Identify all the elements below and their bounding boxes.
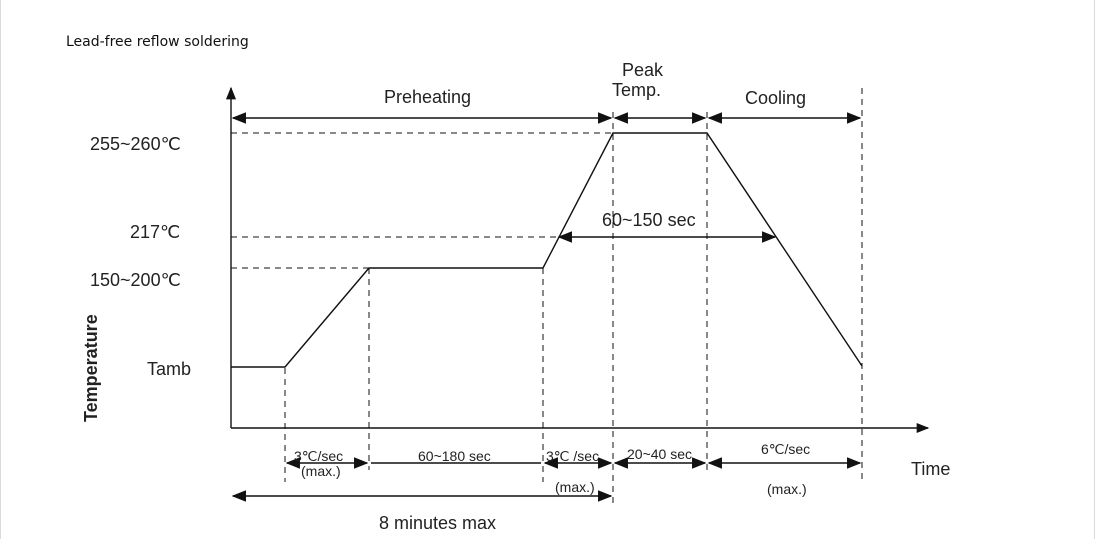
temp-label-peak: 255~260℃ — [90, 134, 181, 154]
temp-label-soak: 150~200℃ — [90, 270, 181, 290]
peak-time-label: 20~40 sec — [627, 446, 692, 462]
ramp1-max-label: (max.) — [301, 463, 341, 479]
cool-max-label: (max.) — [767, 481, 807, 497]
cool-rate-label: 6℃/sec — [761, 441, 810, 457]
ramp2-max-label: (max.) — [555, 479, 595, 495]
temp-label-liquidus: 217℃ — [130, 222, 180, 242]
x-axis-label: Time — [911, 459, 950, 479]
ramp2-rate-label: 3℃ /sec — [546, 448, 599, 464]
y-axis-label: Temperature — [81, 314, 101, 422]
soak-time-label: 60~180 sec — [418, 448, 491, 464]
reflow-profile-curve — [231, 132, 863, 368]
temp-label-ambient: Tamb — [147, 359, 191, 379]
total-time-label: 8 minutes max — [379, 513, 496, 533]
above-liquidus-label: 60~150 sec — [602, 210, 696, 230]
phase-label-peak-2: Temp. — [612, 80, 661, 100]
phase-label-cooling: Cooling — [745, 88, 806, 108]
document-title: Lead-free reflow soldering — [66, 34, 249, 50]
phase-label-preheating: Preheating — [384, 87, 471, 107]
phase-label-peak-1: Peak — [622, 60, 664, 80]
ramp1-rate-label: 3℃/sec — [294, 448, 343, 464]
